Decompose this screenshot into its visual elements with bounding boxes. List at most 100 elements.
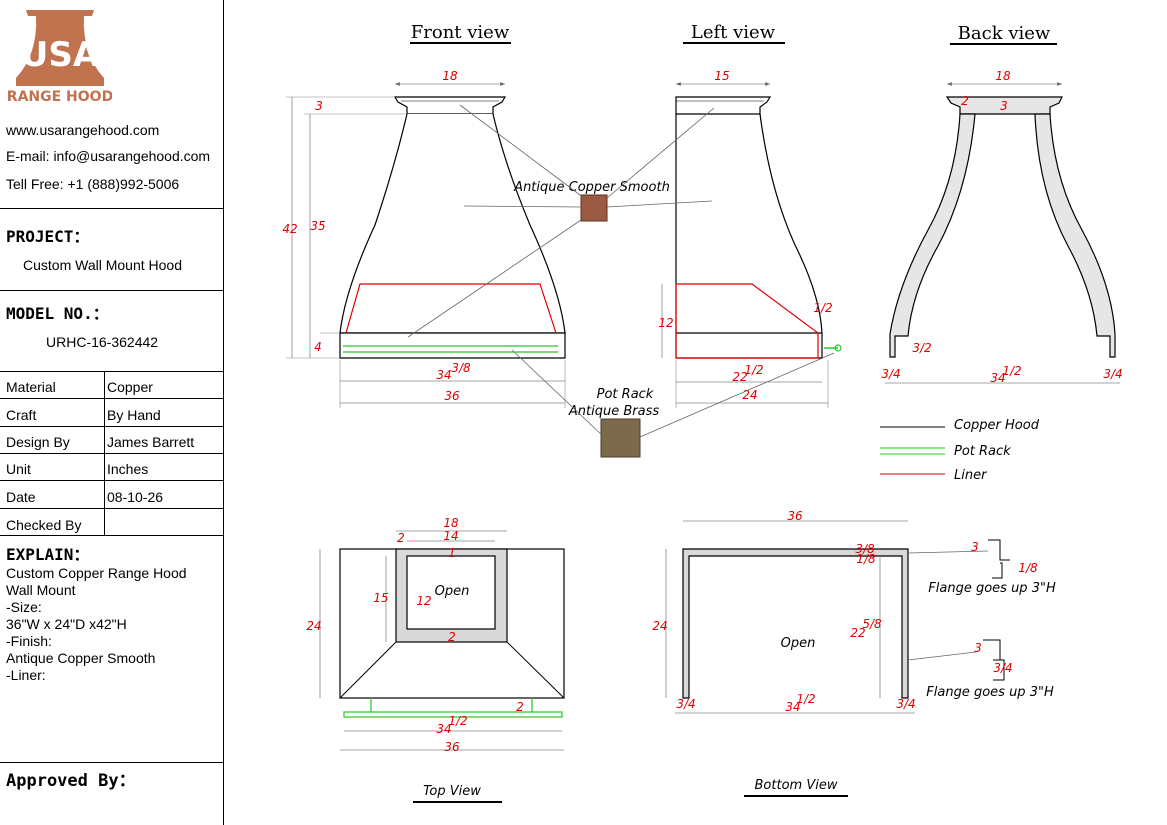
leader-line [463, 205, 582, 208]
bottom-dim-inner-depth: 22 [850, 626, 865, 640]
explain-text: Custom Copper Range Hood Wall Mount -Siz… [6, 565, 187, 683]
flange-detail-1 [992, 562, 1003, 579]
spec-value-unit: Inches [107, 461, 149, 477]
front-hood-body [339, 113, 566, 334]
left-collar [675, 96, 772, 115]
back-dim-top: 18 [995, 69, 1011, 83]
top-dim-width: 36 [444, 740, 460, 754]
left-hood-body [675, 113, 823, 334]
left-liner [675, 283, 819, 359]
legend-label-liner: Liner [954, 468, 988, 483]
info-panel: USA RANGE HOOD www.usarangehood.com E-ma… [0, 0, 224, 825]
top-pot-rack [343, 711, 563, 718]
left-pot-rack-end [834, 344, 842, 352]
table-row-divider [0, 535, 224, 536]
left-dim-top: 15 [714, 69, 729, 83]
bottom-dim-edge-right: 3/4 [896, 697, 915, 711]
divider [0, 208, 224, 209]
table-row-divider [0, 426, 224, 427]
flange-1-height: 3 [971, 540, 979, 554]
leader-line [407, 217, 585, 338]
divider [0, 762, 224, 763]
left-dim-outer-depth: 24 [742, 388, 757, 402]
legend-label-rack: Pot Rack [954, 444, 1011, 459]
top-dim-15: 15 [373, 591, 388, 605]
bottom-dim-inner-depth-fraction: 5/8 [862, 617, 882, 631]
website-text: www.usarangehood.com [6, 122, 160, 138]
flange-2-note: Flange goes up 3"H [926, 685, 1054, 700]
email-text: E-mail: info@usarangehood.com [6, 148, 211, 164]
left-dim-rack-offset: 1/2 [813, 301, 832, 315]
top-open [406, 555, 496, 630]
back-right-panel [1034, 113, 1116, 358]
divider [0, 290, 224, 291]
top-panel-edge [506, 641, 565, 699]
bottom-dim-edge-left: 3/4 [676, 697, 695, 711]
top-dim-12: 12 [416, 594, 431, 608]
bottom-view-title: Bottom View [755, 778, 838, 793]
logo-mark-text: USA [21, 35, 100, 75]
flange-2-thickness: 3/4 [993, 661, 1012, 675]
back-view: 18 2 3 3/2 3/4 34 1/2 3/4 [881, 69, 1122, 385]
flange-1-note: Flange goes up 3"H [928, 581, 1056, 596]
back-dim-collar-b: 3 [1000, 99, 1008, 113]
material-callouts: Antique Copper Smooth Pot Rack Antique B… [407, 104, 835, 458]
left-view-title: Left view [691, 22, 776, 43]
copper-finish-label: Antique Copper Smooth [513, 180, 670, 195]
front-dim-total-height: 42 [282, 222, 297, 236]
logo-wordmark: RANGE HOOD [8, 89, 112, 104]
bottom-dim-inner-width-fraction: 1/2 [796, 692, 815, 706]
project-value: Custom Wall Mount Hood [23, 257, 182, 273]
bottom-dim-fraction-b: 1/8 [856, 552, 876, 566]
front-liner [345, 283, 557, 334]
bottom-dim-width: 36 [787, 509, 803, 523]
leader-line [606, 107, 715, 199]
table-row-divider [0, 453, 224, 454]
leader-line [459, 104, 585, 199]
explain-label: EXPLAIN： [6, 545, 90, 564]
top-dim-rack-width-fraction: 1/2 [448, 714, 467, 728]
front-dim-inner-width-fraction: 3/8 [451, 361, 471, 375]
top-dim-top: 18 [443, 516, 459, 530]
spec-key-checked-by: Checked By [6, 517, 82, 533]
front-dim-collar: 3 [315, 99, 323, 113]
leader-line [639, 352, 835, 438]
brass-swatch [600, 418, 641, 458]
leader-line [907, 651, 977, 661]
front-dim-inner-width: 34 [436, 368, 451, 382]
flange-2-height: 3 [974, 641, 982, 655]
bottom-frame [682, 548, 909, 699]
spec-value-material: Copper [107, 379, 153, 395]
project-label: PROJECT： [6, 227, 90, 246]
legend: Copper Hood Pot Rack Liner [880, 418, 1040, 483]
back-dim-collar-a: 2 [961, 94, 969, 108]
usa-range-hood-logo: USA RANGE HOOD [8, 10, 112, 104]
bottom-dim-fraction-a: 3/8 [855, 542, 875, 556]
bottom-dim-inner-width: 34 [785, 700, 800, 714]
left-dim-inner-depth: 22 [732, 370, 747, 384]
bottom-view: 36 Open 3/8 1/8 24 22 5/8 3/4 34 1/2 3/4… [652, 509, 1056, 714]
divider [0, 371, 224, 372]
spec-key-unit: Unit [6, 461, 31, 477]
back-dim-edge-left: 3/4 [881, 367, 900, 381]
approved-by-label: Approved By： [6, 771, 136, 791]
top-dim-left-offset: 2 [397, 531, 405, 545]
front-dim-body-height: 35 [310, 219, 325, 233]
top-view: Open 18 14 2 1 15 12 2 24 2 34 1/2 36 [306, 516, 565, 754]
bottom-dim-depth: 24 [652, 619, 667, 633]
flange-detail-2 [993, 659, 1005, 681]
front-view: 18 3 42 35 4 34 3/8 36 [282, 69, 566, 408]
front-dim-outer-width: 36 [444, 389, 460, 403]
front-view-title: Front view [411, 22, 510, 43]
leader-line [511, 349, 605, 438]
flange-detail-1 [988, 539, 1010, 561]
spec-key-craft: Craft [6, 407, 37, 423]
back-dim-edge-right: 3/4 [1103, 367, 1122, 381]
bottom-open-label: Open [781, 636, 816, 651]
back-dim-flange: 3/2 [912, 341, 931, 355]
top-open-label: Open [435, 584, 470, 599]
table-row-divider [0, 508, 224, 509]
spec-value-design-by: James Barrett [107, 434, 195, 450]
